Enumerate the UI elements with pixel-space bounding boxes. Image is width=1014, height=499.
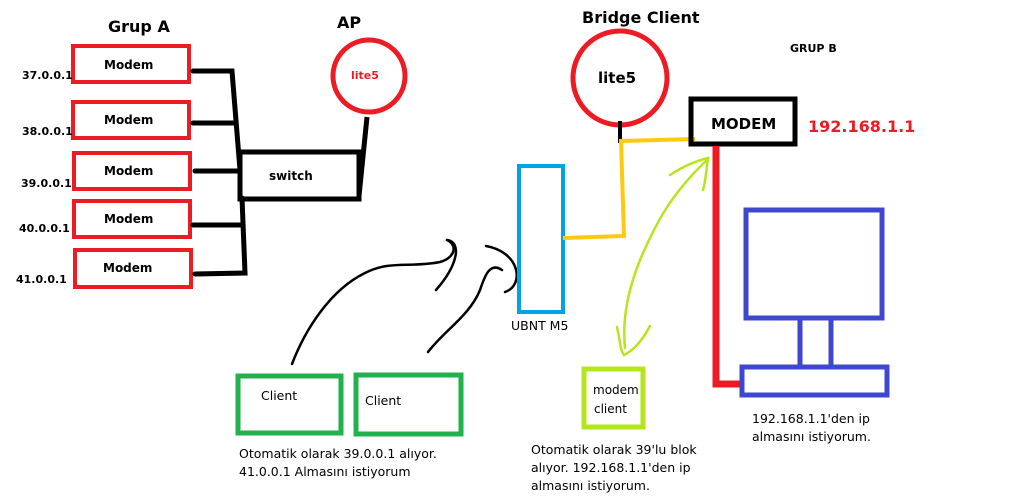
client-label-1: Client [261,388,298,403]
grup-b-modem-ip: 192.168.1.1 [808,117,916,136]
ap-title: AP [337,13,362,32]
pc-base [739,364,890,398]
bridge-device-label: lite5 [598,69,637,87]
modem-client-box [581,366,646,430]
modem-client-note-line1: Otomatik olarak 39'lu blok [531,442,697,457]
wireless-links [290,238,518,366]
modem-client-note: Otomatik olarak 39'lu blok alıyor. 192.1… [531,441,697,495]
pc-icon [739,207,890,398]
ubnt-to-modem-cable [562,137,696,240]
ubnt-m5-box [517,164,565,314]
clients-note-line1: Otomatik olarak 39.0.0.1 alıyor. [239,446,437,461]
pc-note-line1: 192.168.1.1'den ip [752,411,870,426]
modem-client-note-line3: almasını istiyorum. [531,478,650,493]
modem-client-note-line2: alıyor. 192.168.1.1'den ip [531,460,691,475]
client-box-2 [353,372,464,437]
modem-label-1: Modem [104,58,154,72]
grup-b-modem-label: MODEM [711,115,777,133]
ap-device-label: lite5 [351,69,379,82]
modem-to-pc-cable [712,146,742,388]
grup-b-title: GRUP B [790,42,837,55]
ap-cable [356,116,370,197]
client-box-1 [235,373,344,436]
modem-label-3: Modem [104,164,154,178]
modem-box-3 [72,151,192,191]
switch-label: switch [269,169,313,183]
modem-label-5: Modem [103,261,153,275]
modem-ip-4: 40.0.0.1 [19,222,70,235]
clients-note: Otomatik olarak 39.0.0.1 alıyor. 41.0.0.… [239,445,437,481]
ap-lite5-circle [330,37,408,115]
modem-client-label-line1: modem [593,383,639,397]
pc-monitor [743,207,885,321]
modem-box-4 [72,199,192,239]
modem-client-label-line2: client [594,402,627,416]
grup-a-cables [190,68,248,277]
grup-a-title: Grup A [108,17,170,36]
client-label-2: Client [365,393,402,408]
grup-b-modem-box [688,96,798,147]
modem-box-2 [71,100,191,140]
modem-label-4: Modem [104,212,154,226]
bridge-client-title: Bridge Client [582,8,700,27]
ubnt-label: UBNT M5 [511,318,569,333]
modem-box-1 [71,44,191,84]
clients-note-line2: 41.0.0.1 Almasını istiyorum [239,464,411,479]
pc-note-line2: almasını istiyorum. [752,429,871,444]
modem-ip-1: 37.0.0.1 [22,69,73,82]
modem-ip-3: 39.0.0.1 [21,177,72,190]
lime-arrow [615,156,710,357]
modem-box-5 [73,248,193,289]
modem-ip-5: 41.0.0.1 [16,273,67,286]
modem-label-2: Modem [104,113,154,127]
pc-note: 192.168.1.1'den ip almasını istiyorum. [752,410,871,446]
modem-ip-2: 38.0.0.1 [22,125,73,138]
